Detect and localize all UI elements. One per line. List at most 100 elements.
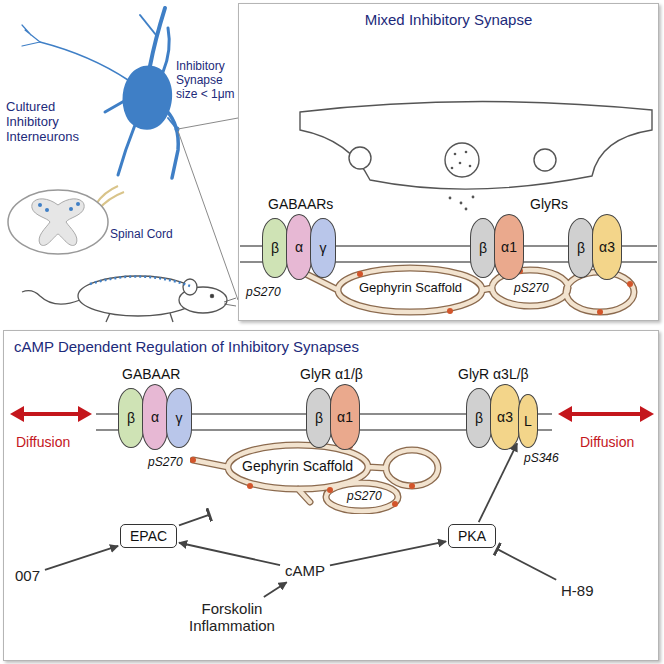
panel-title: cAMP Dependent Regulation of Inhibitory …	[14, 338, 359, 355]
neuron-part	[40, 42, 128, 80]
text-label: GlyRs	[530, 196, 568, 212]
neuron	[22, 8, 180, 178]
scaffold-fill	[193, 445, 438, 511]
presynaptic-terminal-part-part	[449, 197, 452, 200]
receptor-subunit: α3	[592, 214, 622, 280]
gephyrin-scaffold: Gephyrin Scaffold	[190, 440, 445, 514]
diffusion-arrow-part	[78, 406, 92, 422]
subunit-label: α	[151, 409, 159, 425]
spinal-cord-part	[32, 199, 84, 246]
presynaptic-terminal-part	[449, 151, 475, 211]
connector	[479, 443, 517, 522]
connector	[45, 546, 118, 570]
presynaptic-terminal-part-part	[460, 202, 463, 205]
scaffold-fill	[302, 268, 634, 312]
receptor-subunit: β	[118, 388, 144, 448]
phospho-dot	[517, 268, 523, 274]
scaffold-network	[190, 440, 445, 514]
neuron-part	[22, 25, 40, 46]
scaffold-outline	[193, 445, 438, 511]
phospho-dot	[247, 483, 253, 489]
process-box: PKA	[448, 524, 496, 548]
receptor-subunit: β	[568, 218, 594, 278]
neuron-part	[168, 118, 176, 128]
presynaptic-terminal-part	[349, 147, 371, 169]
node-text: Gephyrin Scaffold	[357, 281, 464, 296]
phospho-dot	[300, 269, 306, 275]
diffusion-arrow-part	[22, 412, 80, 416]
node-text: Gephyrin Scaffold	[240, 458, 355, 474]
text-label: GlyR α1/β	[300, 366, 363, 382]
mouse-part	[183, 279, 197, 295]
subunit-label: α	[295, 239, 303, 255]
connector	[179, 543, 280, 565]
mouse-part	[224, 298, 236, 306]
receptor-subunit: β	[306, 388, 332, 448]
text-label: Diffusion	[16, 434, 70, 450]
presynaptic-terminal-part-part	[465, 208, 468, 211]
subunit-label: β	[271, 240, 279, 256]
spinal-cord	[8, 186, 124, 254]
subunit-label: γ	[176, 410, 183, 426]
text-label: Cultured Inhibitory Interneurons	[6, 100, 98, 145]
agent-label: Forskolin Inflammation	[180, 598, 284, 637]
receptor-subunit: α1	[494, 214, 524, 280]
mouse-part	[22, 291, 80, 305]
agent-label: cAMP	[282, 560, 328, 581]
spinal-cord-part	[8, 190, 108, 254]
text-label: Spinal Cord	[110, 228, 173, 242]
phospho-dot	[347, 443, 353, 449]
phospho-dot	[409, 483, 415, 489]
receptor-subunit: L	[518, 394, 538, 448]
mouse	[22, 276, 236, 322]
subunit-label: α1	[501, 239, 517, 255]
mouse-part	[106, 313, 110, 322]
spinal-cord-part	[38, 203, 42, 207]
text-label: pS270	[345, 490, 384, 504]
receptor-subunit: β	[262, 218, 288, 278]
text-label: pS270	[246, 286, 281, 300]
phospho-dot	[447, 308, 453, 314]
connector	[497, 549, 556, 580]
node-text: H-89	[561, 582, 594, 599]
connector	[330, 541, 446, 565]
diffusion-arrow-part	[570, 412, 642, 416]
phospho-dot	[357, 271, 363, 277]
diffusion-arrow-part	[10, 406, 24, 422]
receptor-subunit: β	[470, 218, 496, 278]
text-label: GABAARs	[268, 196, 333, 212]
subunit-label: α3	[599, 239, 615, 255]
agent-label: 007	[12, 565, 43, 586]
phospho-dot	[392, 501, 398, 507]
receptor-subunit: α1	[330, 384, 360, 450]
presynaptic-terminal-part	[534, 149, 556, 171]
text-label: pS270	[512, 282, 551, 296]
receptor-subunit: α3	[490, 384, 520, 450]
presynaptic-terminal-part-part	[454, 153, 457, 156]
subunit-label: β	[475, 410, 483, 426]
phospho-dot	[627, 281, 633, 287]
subunit-label: γ	[320, 240, 327, 256]
node-text: PKA	[458, 528, 486, 544]
neuron-part	[150, 8, 165, 66]
node-text: cAMP	[285, 562, 325, 579]
neuron-part	[118, 125, 135, 175]
phospho-dot	[190, 457, 196, 463]
text-label: GABAAR	[122, 366, 180, 382]
zoom-lines-part	[178, 118, 238, 129]
subunit-label: L	[524, 413, 532, 429]
neuron-part	[140, 15, 156, 35]
diffusion-arrow-part	[640, 406, 654, 422]
presynaptic-terminal-part-part	[459, 162, 462, 165]
text-label: pS270	[148, 456, 183, 470]
process-box: EPAC	[120, 524, 177, 548]
text-label: Diffusion	[580, 434, 634, 450]
mouse-part	[170, 313, 173, 322]
zoom-lines-part	[178, 131, 238, 300]
text-label: GlyR α3L/β	[458, 366, 529, 382]
receptor-subunit: γ	[166, 388, 192, 448]
presynaptic-terminal-part	[445, 143, 479, 177]
zoom-lines	[178, 118, 238, 300]
text-label: Inhibitory Synapse size < 1μm	[176, 60, 238, 101]
